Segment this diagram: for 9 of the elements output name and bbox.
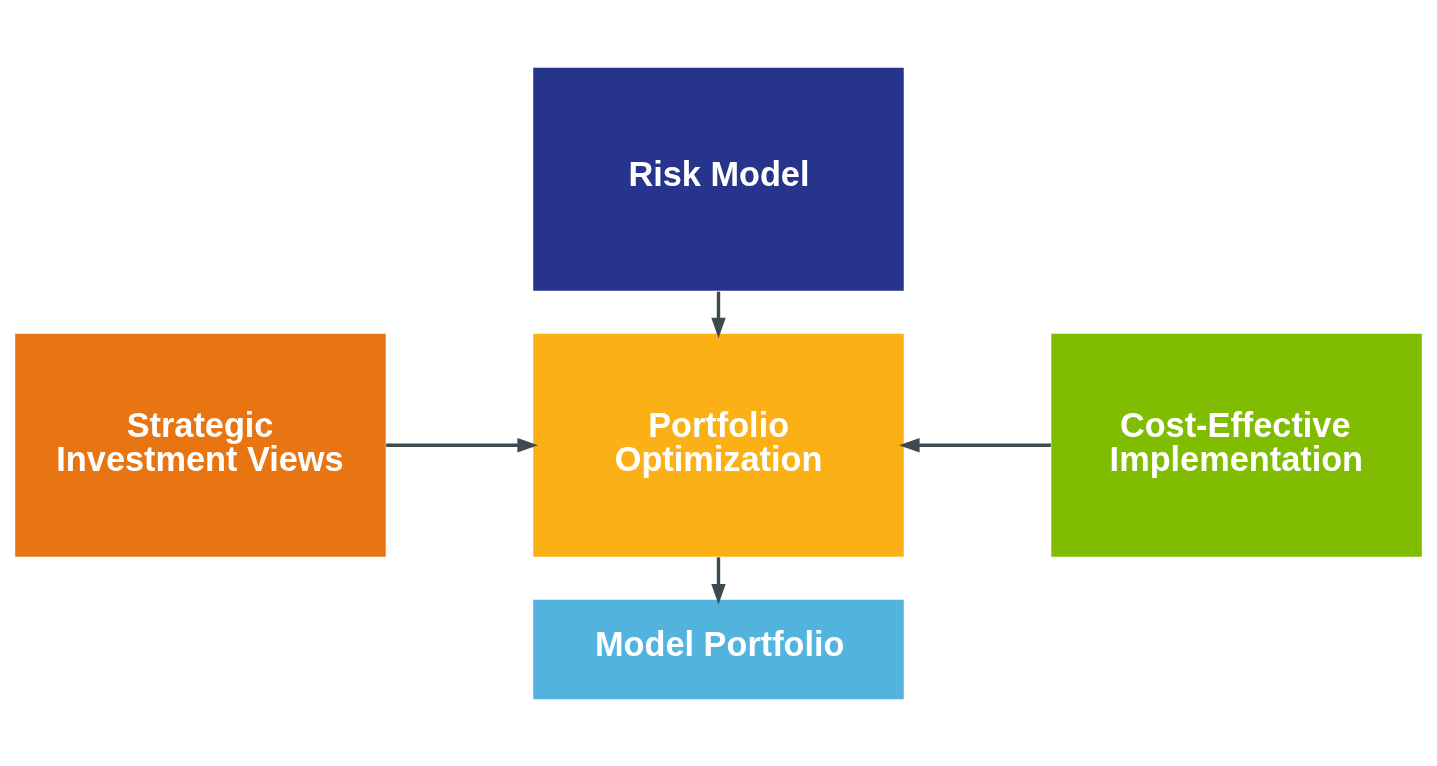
node-box: Risk Model [533, 67, 904, 291]
arrow [386, 437, 538, 452]
arrow [711, 556, 726, 605]
arrow [899, 437, 1051, 452]
arrow [711, 291, 726, 338]
node-box: Strategic Investment Views [15, 333, 386, 557]
node-box: Cost-Effective Implementation [1051, 333, 1422, 557]
node-box: Model Portfolio [533, 599, 904, 699]
node-box: Portfolio Optimization [533, 333, 904, 557]
